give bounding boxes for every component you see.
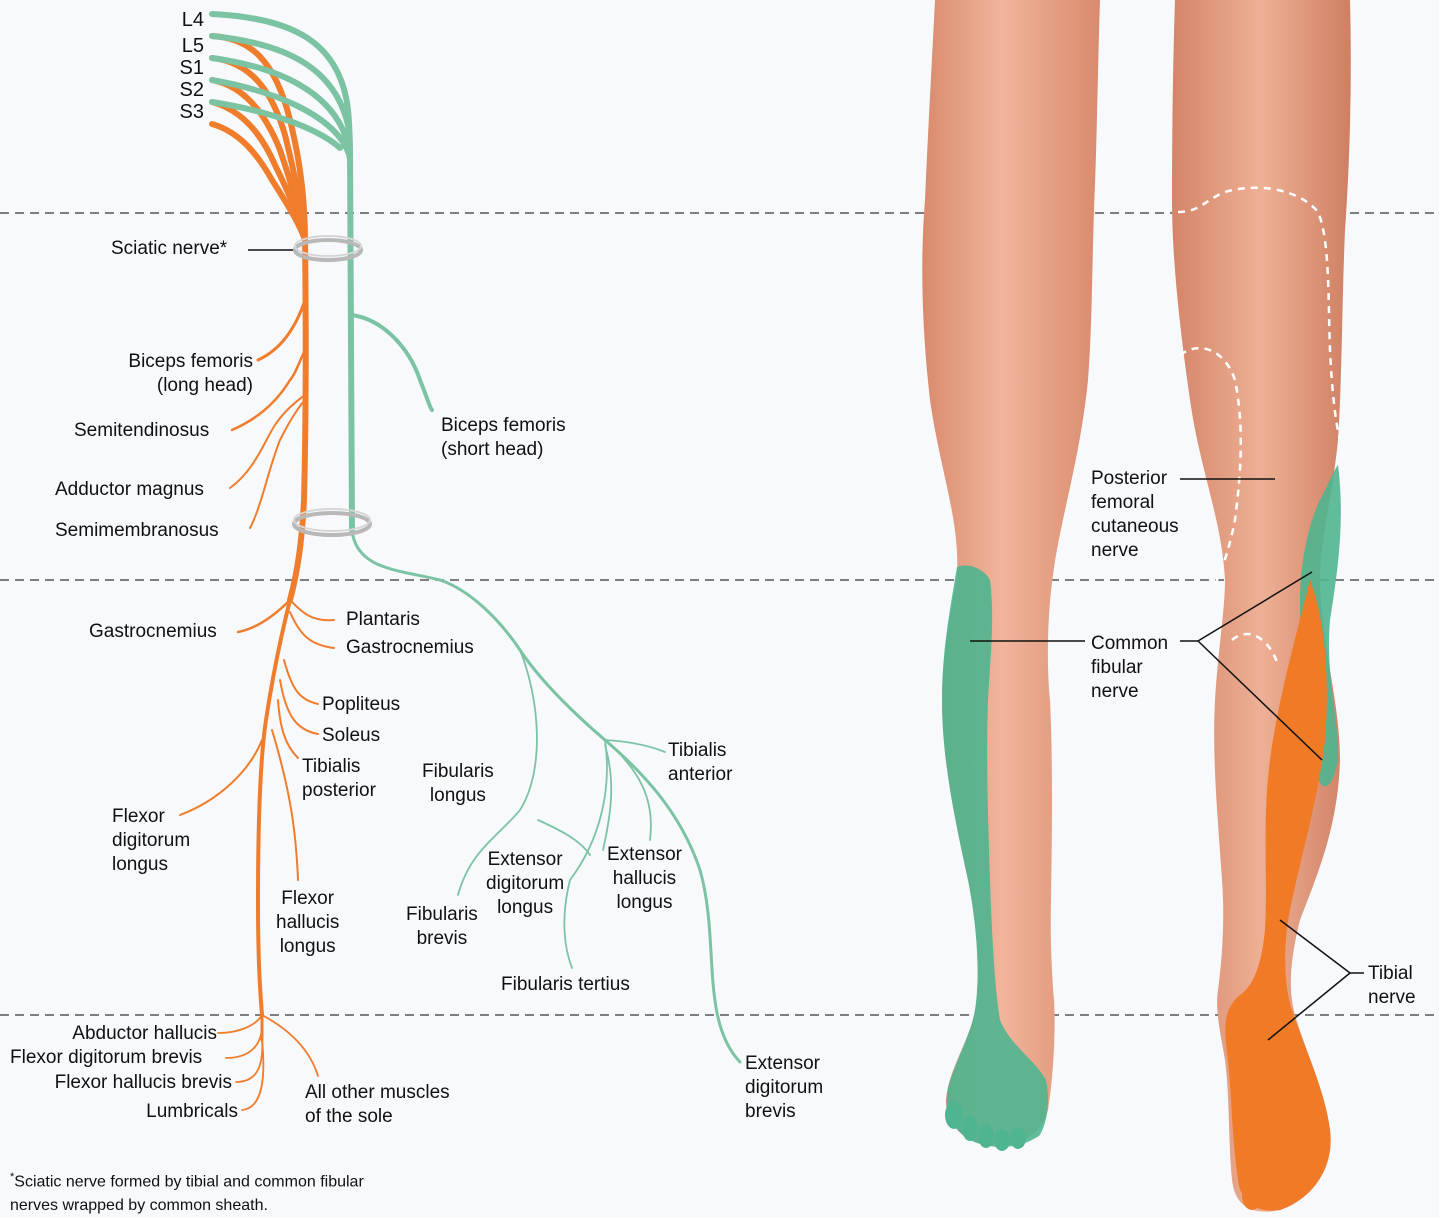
anterior-leg	[922, 0, 1100, 1146]
flexor-hallucis-longus-label: Flexor hallucis longus	[276, 887, 339, 959]
footnote: *Sciatic nerve formed by tibial and comm…	[10, 1165, 364, 1218]
root-label-s2: S2	[170, 79, 204, 101]
fibularis-tertius-label: Fibularis tertius	[501, 973, 630, 997]
sciatic-nerve-label: Sciatic nerve*	[111, 237, 227, 261]
biceps-long-line1: Biceps femoris	[60, 350, 253, 374]
flexor-digitorum-brevis-label: Flexor digitorum brevis	[10, 1046, 202, 1070]
flexor-digitorum-longus-label: Flexor digitorum longus	[112, 805, 190, 877]
common-fibular-nerve-label: Common fibular nerve	[1091, 632, 1168, 704]
biceps-short-line1: Biceps femoris	[441, 414, 566, 438]
extensor-hallucis-longus-label: Extensor hallucis longus	[607, 843, 682, 915]
fibularis-brevis-label: Fibularis brevis	[406, 903, 478, 951]
fibularis-longus-label: Fibularis longus	[422, 760, 494, 808]
footnote-text: Sciatic nerve formed by tibial and commo…	[10, 1173, 364, 1214]
gastrocnemius-right-label: Gastrocnemius	[346, 636, 474, 660]
biceps-short-line2: (short head)	[441, 438, 543, 462]
flexor-hallucis-brevis-label: Flexor hallucis brevis	[10, 1071, 232, 1095]
tibialis-anterior-label: Tibialis anterior	[668, 739, 732, 787]
root-label-s3: S3	[170, 101, 204, 123]
gastrocnemius-left-label: Gastrocnemius	[89, 620, 217, 644]
extensor-digitorum-longus-label: Extensor digitorum longus	[486, 848, 564, 920]
lumbricals-label: Lumbricals	[10, 1100, 238, 1124]
soleus-label: Soleus	[322, 724, 380, 748]
root-label-l4: L4	[170, 9, 204, 31]
extensor-digitorum-brevis-label: Extensor digitorum brevis	[745, 1052, 823, 1124]
all-other-muscles-label: All other muscles of the sole	[305, 1081, 450, 1129]
tibial-nerve-label: Tibial nerve	[1368, 962, 1416, 1010]
abductor-hallucis-label: Abductor hallucis	[10, 1022, 217, 1046]
adductor-magnus-label: Adductor magnus	[55, 478, 204, 502]
tibialis-posterior-label: Tibialis posterior	[302, 755, 376, 803]
popliteus-label: Popliteus	[322, 693, 400, 717]
root-label-l5: L5	[170, 35, 204, 57]
legs-illustration	[922, 0, 1350, 1212]
semitendinosus-label: Semitendinosus	[74, 419, 209, 443]
biceps-long-line2: (long head)	[60, 374, 253, 398]
plantaris-label: Plantaris	[346, 608, 420, 632]
semimembranosus-label: Semimembranosus	[55, 519, 219, 543]
root-label-s1: S1	[170, 57, 204, 79]
posterior-femoral-cutaneous-label: Posterior femoral cutaneous nerve	[1091, 467, 1179, 563]
